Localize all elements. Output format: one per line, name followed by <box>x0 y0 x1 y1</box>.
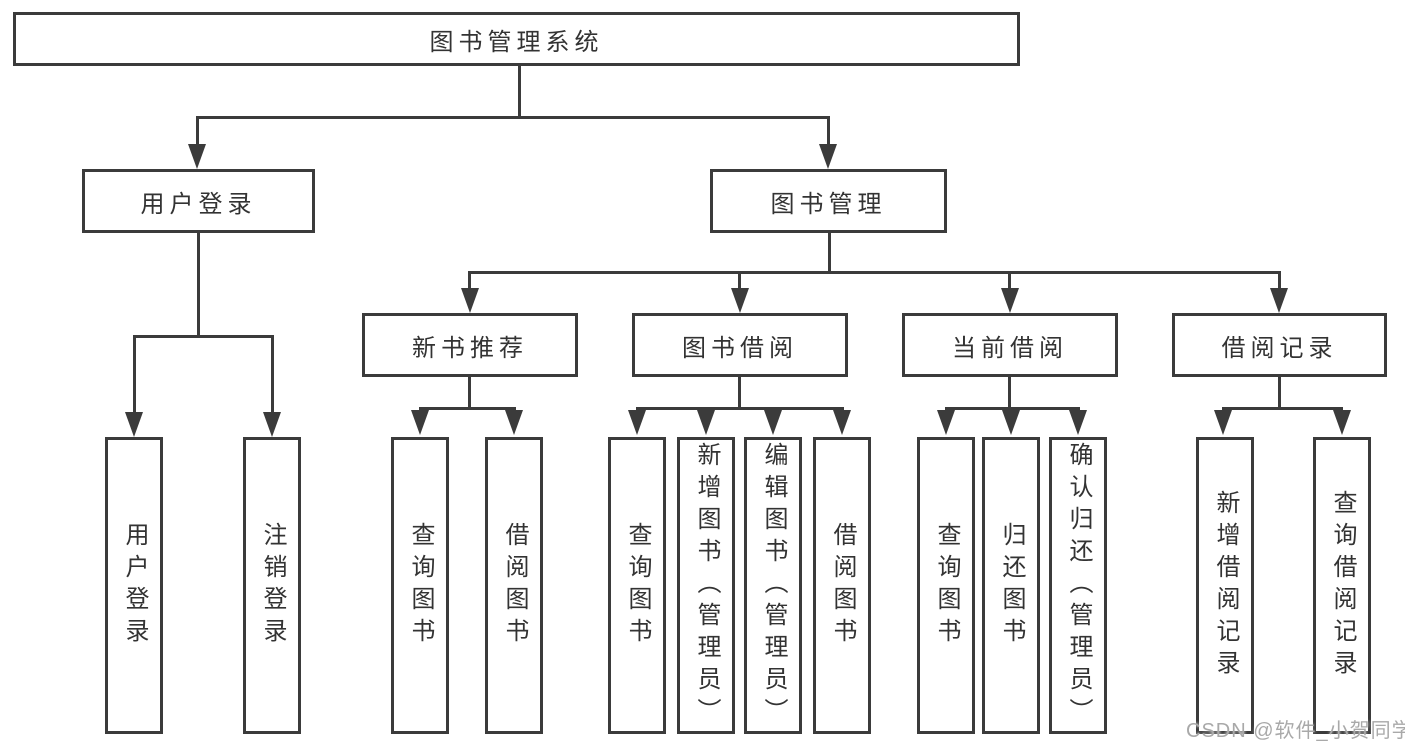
leaf-user-login: 用户登录 <box>105 437 163 734</box>
leaf-label: 查询借阅记录 <box>1329 489 1356 682</box>
arrow-down-icon <box>819 144 837 169</box>
leaf-query-books-current: 查询图书 <box>917 437 975 734</box>
arrow-down-icon <box>411 410 429 435</box>
leaf-return-books: 归还图书 <box>982 437 1040 734</box>
connector-line <box>196 116 199 148</box>
node-root-label: 图书管理系统 <box>429 28 604 56</box>
connector-line <box>133 335 136 414</box>
leaf-label: 查询图书 <box>407 521 434 650</box>
node-current-borrow: 当前借阅 <box>902 313 1118 377</box>
node-label: 图书借阅 <box>682 334 798 362</box>
arrow-down-icon <box>628 410 646 435</box>
node-label: 借阅记录 <box>1221 334 1338 362</box>
connector-line <box>133 335 274 338</box>
arrow-down-icon <box>188 144 206 169</box>
arrow-down-icon <box>833 410 851 435</box>
connector-line <box>468 271 471 291</box>
leaf-label: 用户登录 <box>121 521 148 650</box>
leaf-label: 注销登录 <box>259 521 286 650</box>
node-new-book-recommend: 新书推荐 <box>362 313 578 377</box>
leaf-borrow-books-recommend: 借阅图书 <box>485 437 543 734</box>
arrow-down-icon <box>461 288 479 313</box>
leaf-label: 新增图书（管理员） <box>693 441 720 730</box>
arrow-down-icon <box>1069 410 1087 435</box>
leaf-label: 编辑图书（管理员） <box>760 441 787 730</box>
csdn-watermark: CSDN @软件_小贺同学 <box>1186 720 1405 742</box>
leaf-add-borrow-record: 新增借阅记录 <box>1196 437 1254 734</box>
connector-line <box>1008 377 1011 409</box>
arrow-down-icon <box>764 410 782 435</box>
leaf-label: 归还图书 <box>998 521 1025 650</box>
connector-line <box>1008 271 1011 291</box>
node-label: 新书推荐 <box>412 334 528 362</box>
arrow-down-icon <box>1002 410 1020 435</box>
leaf-label: 确认归还（管理员） <box>1065 441 1092 730</box>
node-borrow-records: 借阅记录 <box>1172 313 1387 377</box>
node-book-borrow: 图书借阅 <box>632 313 848 377</box>
connector-line <box>468 271 1281 274</box>
connector-line <box>738 377 741 409</box>
leaf-label: 借阅图书 <box>501 521 528 650</box>
leaf-confirm-return-admin: 确认归还（管理员） <box>1049 437 1107 734</box>
connector-line <box>468 377 471 409</box>
connector-line <box>827 116 830 148</box>
leaf-label: 新增借阅记录 <box>1212 489 1239 682</box>
node-label: 图书管理 <box>770 190 887 218</box>
leaf-logout-login: 注销登录 <box>243 437 301 734</box>
arrow-down-icon <box>1270 288 1288 313</box>
connector-line <box>636 407 844 410</box>
arrow-down-icon <box>1333 410 1351 435</box>
arrow-down-icon <box>697 410 715 435</box>
leaf-query-borrow-record: 查询借阅记录 <box>1313 437 1371 734</box>
arrow-down-icon <box>125 412 143 437</box>
leaf-borrow-books: 借阅图书 <box>813 437 871 734</box>
connector-line <box>1278 271 1281 291</box>
node-label: 用户登录 <box>140 190 257 218</box>
connector-line <box>197 233 200 337</box>
node-user-login: 用户登录 <box>82 169 315 233</box>
connector-line <box>738 271 741 291</box>
connector-line <box>271 335 274 414</box>
leaf-query-books-borrow: 查询图书 <box>608 437 666 734</box>
leaf-add-books-admin: 新增图书（管理员） <box>677 437 735 734</box>
arrow-down-icon <box>505 410 523 435</box>
arrow-down-icon <box>1214 410 1232 435</box>
leaf-label: 查询图书 <box>933 521 960 650</box>
connector-line <box>828 233 831 273</box>
leaf-edit-books-admin: 编辑图书（管理员） <box>744 437 802 734</box>
arrow-down-icon <box>937 410 955 435</box>
connector-line <box>419 407 516 410</box>
leaf-label: 借阅图书 <box>829 521 856 650</box>
arrow-down-icon <box>731 288 749 313</box>
leaf-query-books-recommend: 查询图书 <box>391 437 449 734</box>
node-label: 当前借阅 <box>952 334 1068 362</box>
node-book-management: 图书管理 <box>710 169 947 233</box>
arrow-down-icon <box>263 412 281 437</box>
connector-line <box>945 407 1080 410</box>
leaf-label: 查询图书 <box>624 521 651 650</box>
arrow-down-icon <box>1001 288 1019 313</box>
connector-line <box>1278 377 1281 409</box>
connector-line <box>196 116 830 119</box>
connector-line <box>518 66 521 118</box>
node-root: 图书管理系统 <box>13 12 1020 66</box>
connector-line <box>1222 407 1343 410</box>
